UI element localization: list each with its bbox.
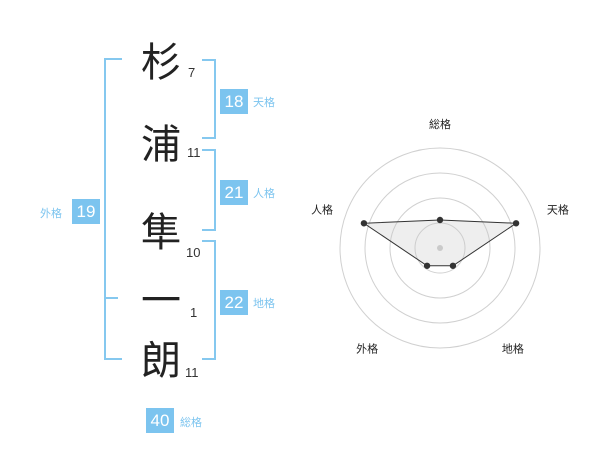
tenkaku-label: 天格 — [253, 96, 275, 109]
name-char-2: 浦 — [141, 122, 181, 168]
chikaku-badge: 22 — [220, 290, 248, 315]
stroke-count-1: 7 — [188, 65, 196, 80]
radar-point-5 — [360, 220, 368, 227]
stroke-count-2: 11 — [187, 145, 201, 160]
radar-axis-label-4: 外格 — [356, 341, 378, 355]
name-char-4: 一 — [141, 278, 181, 324]
chikaku-label: 地格 — [253, 297, 275, 310]
name-char-5: 朗 — [141, 338, 181, 384]
chikaku-bracket — [202, 240, 216, 360]
gaikaku-badge: 19 — [72, 199, 100, 224]
radar-center-dot — [437, 245, 443, 251]
name-char-3: 隼 — [141, 210, 181, 256]
jinkaku-badge: 21 — [220, 180, 248, 205]
radar-axis-label-1: 総格 — [429, 117, 451, 131]
radar-axis-label-2: 天格 — [547, 203, 569, 217]
radar-point-1 — [436, 216, 444, 224]
radar-point-2 — [512, 220, 520, 227]
stroke-count-5: 11 — [185, 365, 199, 380]
tenkaku-bracket — [202, 59, 216, 139]
radar-point-3 — [449, 262, 457, 269]
radar-axis-label-5: 人格 — [311, 203, 333, 217]
radar-series-polygon — [362, 219, 518, 267]
soukaku-badge: 40 — [146, 408, 174, 433]
radar-ring-4 — [339, 147, 541, 349]
name-char-1: 杉 — [141, 40, 181, 86]
jinkaku-label: 人格 — [253, 187, 275, 200]
stroke-count-4: 1 — [190, 305, 198, 320]
jinkaku-bracket — [202, 149, 216, 231]
soukaku-label: 総格 — [180, 416, 202, 429]
stroke-count-3: 10 — [186, 245, 201, 260]
radar-ring-3 — [364, 172, 516, 324]
radar-point-4 — [423, 262, 431, 269]
radar-axis-label-3: 地格 — [502, 341, 524, 355]
gaikaku-bracket — [104, 58, 122, 360]
gaikaku-label: 外格 — [40, 207, 62, 220]
radar-ring-2 — [389, 197, 491, 299]
gaikaku-bracket-divider — [104, 297, 118, 299]
tenkaku-badge: 18 — [220, 89, 248, 114]
